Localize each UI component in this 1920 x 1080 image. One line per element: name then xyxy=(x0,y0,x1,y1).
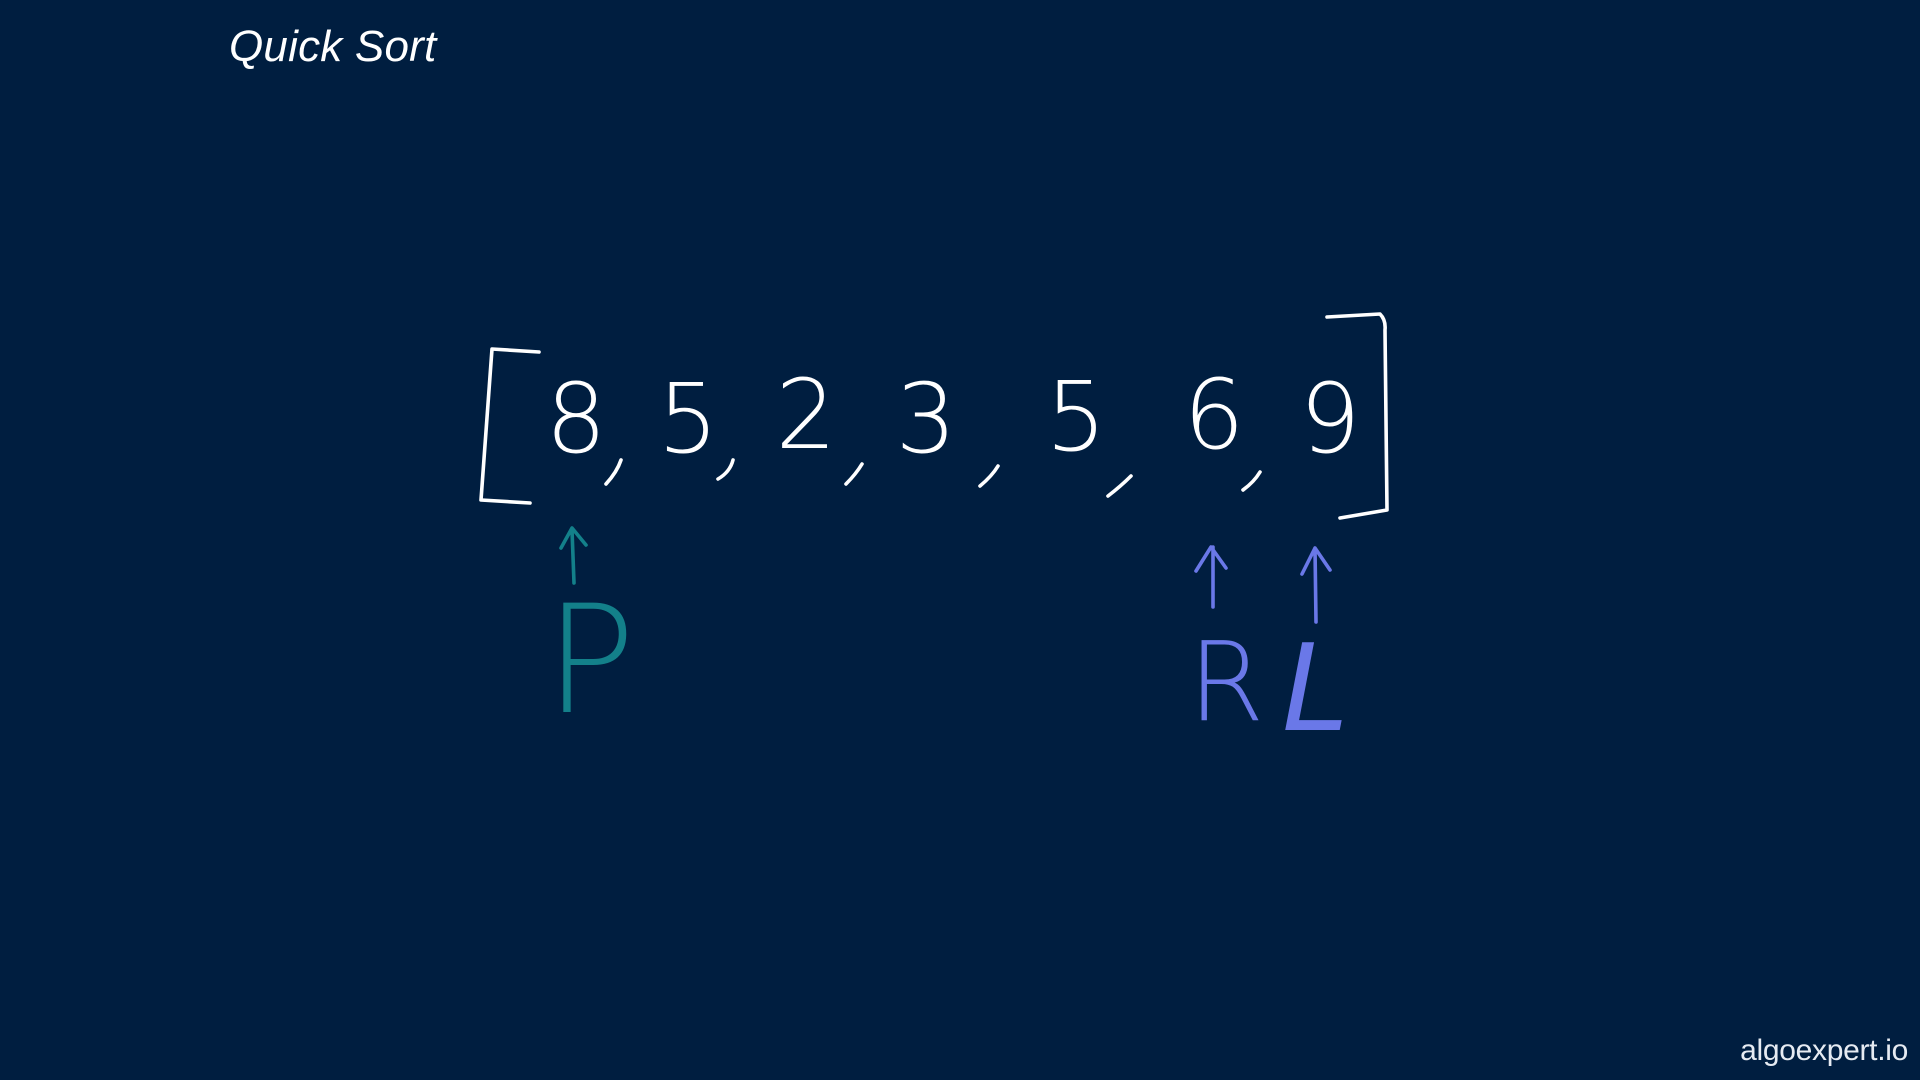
page-title: Quick Sort xyxy=(229,22,437,71)
pivot-arrow xyxy=(559,526,588,585)
comma xyxy=(604,458,623,486)
pivot-label: P xyxy=(545,574,635,748)
comma xyxy=(844,462,864,486)
array-commas xyxy=(604,458,1262,498)
array-value: 3 xyxy=(895,363,956,475)
comma xyxy=(1106,474,1133,498)
array-value: 9 xyxy=(1299,363,1360,475)
comma xyxy=(716,458,735,481)
array-value: 5 xyxy=(657,363,718,475)
left-arrow xyxy=(1300,546,1332,624)
array-value: 5 xyxy=(1045,361,1106,473)
array-value: 2 xyxy=(775,359,836,471)
right-label: R xyxy=(1188,618,1264,746)
right-arrow xyxy=(1194,545,1228,609)
right-pointer: R xyxy=(1188,545,1264,746)
watermark-logo: algoexpert.io xyxy=(1740,1034,1908,1067)
left-label: L xyxy=(1282,620,1349,759)
left-bracket xyxy=(479,347,541,505)
comma xyxy=(978,464,1000,488)
pivot-pointer: P xyxy=(545,526,635,748)
left-pointer: L xyxy=(1282,546,1349,759)
right-bracket xyxy=(1325,312,1389,520)
array-value: 6 xyxy=(1183,359,1244,471)
array-value: 8 xyxy=(545,363,606,475)
comma xyxy=(1241,470,1262,492)
